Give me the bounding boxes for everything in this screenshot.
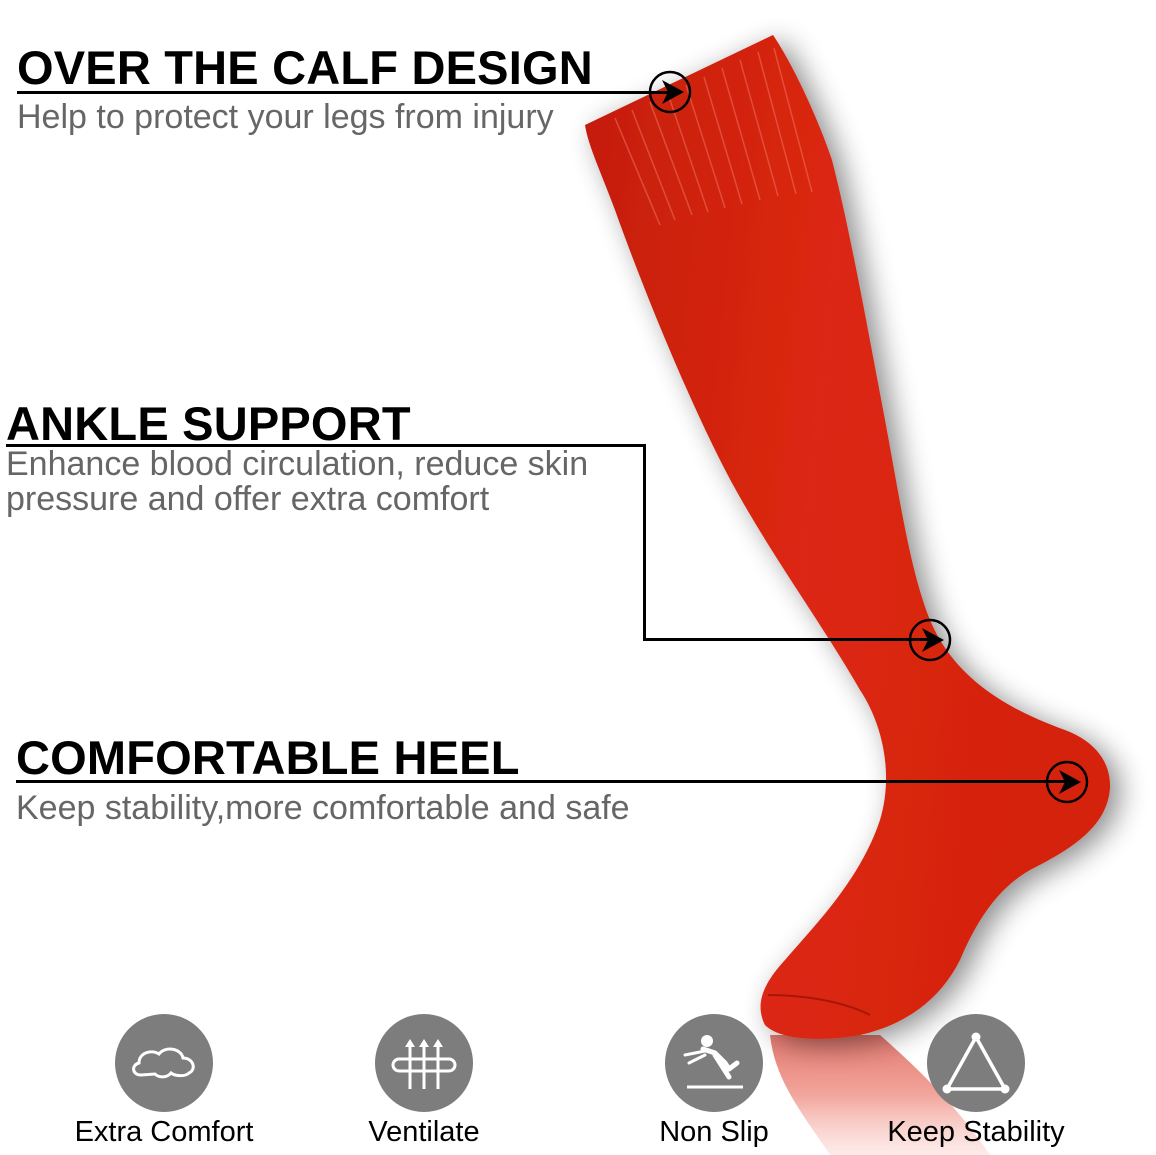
callout-title-ankle-support: ANKLE SUPPORT	[6, 397, 411, 450]
sock-reflection	[770, 1035, 990, 1155]
feature-label: Ventilate	[368, 1116, 480, 1148]
callout-line-2-top	[6, 444, 646, 447]
feature-extra-comfort: Extra Comfort	[64, 1014, 264, 1149]
cloud-icon	[132, 1047, 195, 1079]
callout-line-2-bottom	[643, 638, 933, 641]
feature-circle	[665, 1014, 763, 1112]
feature-circle	[115, 1014, 213, 1112]
feature-circle	[375, 1014, 473, 1112]
sock-body	[585, 35, 1111, 1039]
feature-circle	[927, 1014, 1025, 1112]
callout-desc-over-the-calf: Help to protect your legs from injury	[17, 98, 554, 136]
feature-label: Extra Comfort	[74, 1116, 254, 1148]
callout-line-1	[17, 91, 677, 94]
callout-desc-comfortable-heel: Keep stability,more comfortable and safe	[16, 789, 630, 827]
callout-title-over-the-calf: OVER THE CALF DESIGN	[17, 41, 593, 94]
callout-title-comfortable-heel: COMFORTABLE HEEL	[16, 731, 520, 784]
arrow-circle-icon	[908, 618, 952, 662]
triangle-icon	[942, 1032, 1010, 1094]
feature-non-slip: Non Slip	[614, 1014, 814, 1149]
feature-keep-stability: Keep Stability	[866, 1014, 1086, 1149]
ventilation-arrows-icon	[391, 1039, 457, 1089]
feature-ventilate: Ventilate	[324, 1014, 524, 1149]
slipping-person-icon	[683, 1035, 743, 1089]
feature-label: Non Slip	[659, 1116, 769, 1148]
callout-line-2-vertical	[643, 444, 646, 641]
arrow-circle-icon	[1045, 760, 1089, 804]
callout-line-3	[16, 780, 1076, 783]
arrow-circle-icon	[648, 70, 692, 114]
toe-seam	[767, 994, 871, 1016]
feature-label: Keep Stability	[887, 1116, 1065, 1148]
callout-desc-ankle-support-line2: pressure and offer extra comfort	[6, 480, 490, 518]
callout-desc-ankle-support-line1: Enhance blood circulation, reduce skin	[6, 445, 589, 483]
cuff-ribbing	[614, 47, 813, 226]
